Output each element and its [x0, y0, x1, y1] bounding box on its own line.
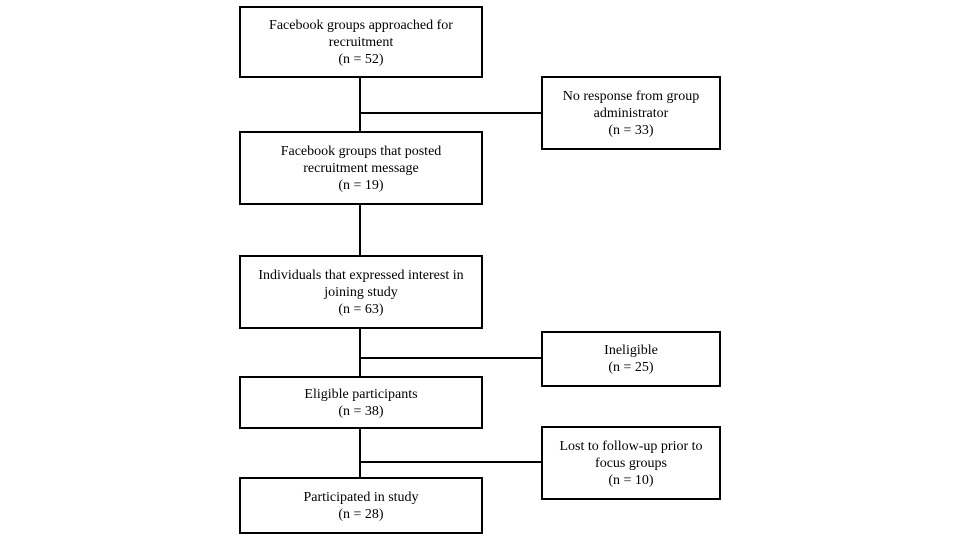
box-groups-posted-count: (n = 19) — [338, 177, 384, 193]
box-individuals-interested-count: (n = 63) — [338, 301, 384, 317]
box-ineligible-count: (n = 25) — [608, 360, 654, 375]
box-participated: Participated in study (n = 28) — [239, 477, 483, 534]
connector-interested-to-eligible — [359, 328, 361, 377]
box-lost-to-follow-up: Lost to follow-up prior to focus groups … — [541, 426, 721, 500]
box-eligible-participants-count: (n = 38) — [338, 403, 384, 419]
connector-branch-no-response — [359, 112, 542, 114]
box-groups-approached-count: (n = 52) — [338, 51, 384, 67]
box-groups-approached-line-1: Facebook groups approached for — [269, 17, 453, 33]
box-eligible-participants: Eligible participants (n = 38) — [239, 376, 483, 429]
connector-branch-lost — [359, 461, 542, 463]
box-groups-posted-line-1: Facebook groups that posted — [280, 143, 442, 159]
connector-eligible-to-participated — [359, 428, 361, 478]
box-lost-to-follow-up-line-1: Lost to follow-up prior to — [559, 438, 703, 454]
connector-approached-to-posted — [359, 77, 361, 132]
box-groups-approached-line-2: recruitment — [328, 34, 394, 50]
box-individuals-interested-line-2: joining study — [324, 284, 398, 300]
box-no-response: No response from group administrator (n … — [541, 76, 721, 150]
box-participated-count: (n = 28) — [338, 506, 384, 522]
box-individuals-interested: Individuals that expressed interest in j… — [239, 255, 483, 329]
box-ineligible-line-1: Ineligible — [604, 343, 658, 358]
connector-posted-to-interested — [359, 204, 361, 256]
box-eligible-participants-line-1: Eligible participants — [304, 386, 418, 402]
box-participated-line-1: Participated in study — [303, 489, 419, 505]
box-groups-approached: Facebook groups approached for recruitme… — [239, 6, 483, 78]
box-no-response-line-2: administrator — [593, 105, 669, 121]
connector-branch-ineligible — [359, 357, 542, 359]
box-no-response-line-1: No response from group — [562, 88, 700, 104]
box-ineligible: Ineligible (n = 25) — [541, 331, 721, 387]
box-groups-posted-line-2: recruitment message — [303, 160, 419, 176]
box-lost-to-follow-up-line-2: focus groups — [595, 455, 667, 471]
box-no-response-count: (n = 33) — [608, 122, 654, 138]
box-lost-to-follow-up-count: (n = 10) — [608, 472, 654, 488]
box-individuals-interested-line-1: Individuals that expressed interest in — [258, 267, 464, 283]
box-groups-posted: Facebook groups that posted recruitment … — [239, 131, 483, 205]
